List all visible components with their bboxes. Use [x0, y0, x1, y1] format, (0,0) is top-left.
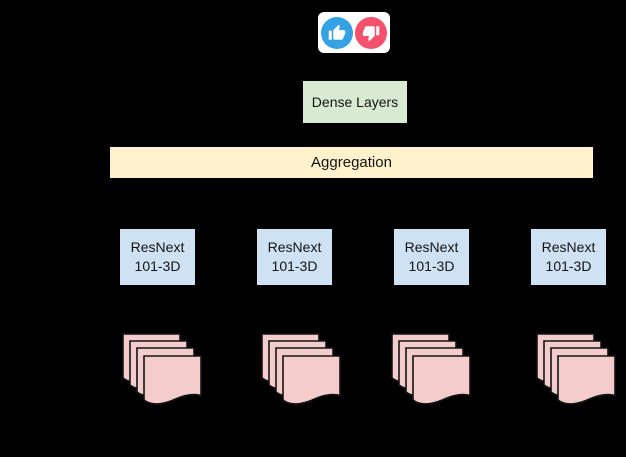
reactions-panel [318, 12, 390, 53]
aggregation-label: Aggregation [311, 154, 392, 171]
thumbs-up-icon [321, 16, 353, 49]
document-stack-2 [261, 333, 342, 409]
encoder-label: ResNext 101-3D [541, 239, 596, 274]
dense-layers-label: Dense Layers [311, 93, 399, 110]
dense-layers-node: Dense Layers [303, 81, 407, 123]
document-stack-1 [122, 333, 203, 409]
encoder-node-1: ResNext 101-3D [120, 229, 195, 285]
encoder-node-4: ResNext 101-3D [531, 229, 606, 285]
aggregation-node: Aggregation [110, 147, 593, 178]
encoder-node-3: ResNext 101-3D [394, 229, 469, 285]
thumbs-down-icon [355, 16, 387, 49]
encoder-node-2: ResNext 101-3D [257, 229, 332, 285]
document-stack-4 [536, 333, 617, 409]
encoder-label: ResNext 101-3D [267, 239, 322, 274]
document-stack-3 [391, 333, 472, 409]
encoder-label: ResNext 101-3D [404, 239, 459, 274]
encoder-label: ResNext 101-3D [130, 239, 185, 274]
